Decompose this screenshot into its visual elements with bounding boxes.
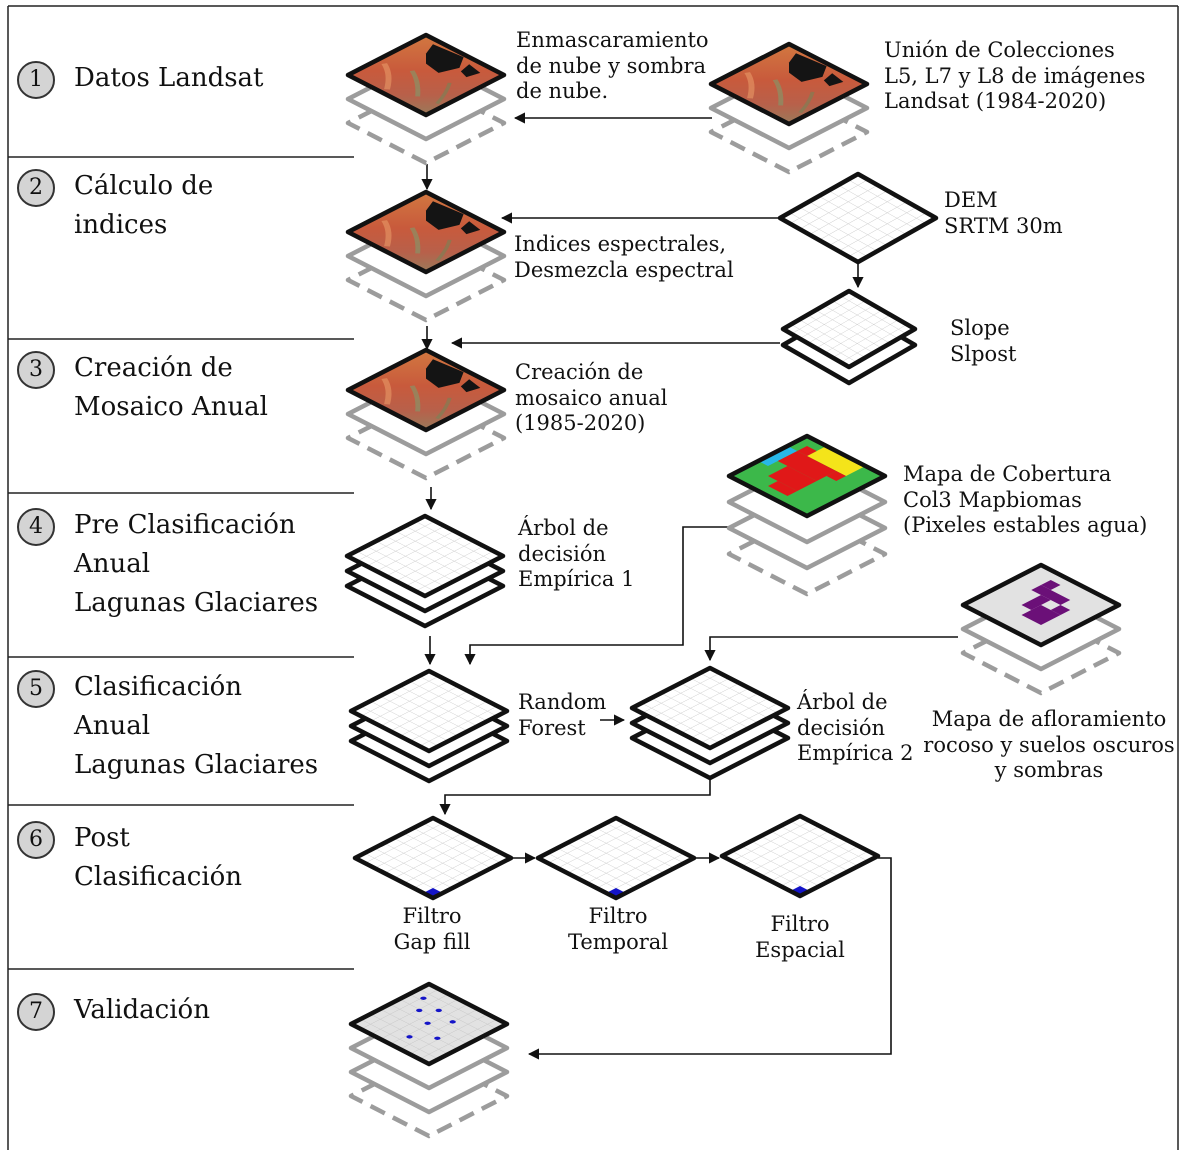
mapbiomas-stack	[726, 433, 888, 597]
dem-grid	[777, 171, 939, 265]
step-1-title: Datos Landsat	[74, 63, 264, 93]
landsat-stack-1	[348, 35, 504, 166]
section-dividers	[8, 156, 354, 970]
indices-stack	[348, 192, 504, 323]
label-espacial: Filtro Espacial	[755, 912, 845, 962]
step-2-title: Cálculo de indices	[74, 171, 214, 240]
step-7-number: 7	[17, 993, 55, 1031]
note-mosaic: Creación de mosaico anual (1985-2020)	[515, 360, 668, 436]
arrow-mapbiomas-to-rf	[464, 526, 728, 666]
note-dem: DEM SRTM 30m	[944, 188, 1063, 238]
note-cloud-mask: Enmascaramiento de nube y sombra de nube…	[516, 28, 709, 104]
note-collections: Unión de Colecciones L5, L7 y L8 de imág…	[884, 38, 1146, 114]
slope-stack	[780, 288, 918, 386]
step-4-title: Pre Clasificación Anual Lagunas Glaciare…	[74, 510, 319, 618]
label-gap-fill: Filtro Gap fill	[393, 904, 471, 954]
step-5-title: Clasificación Anual Lagunas Glaciares	[74, 672, 319, 780]
note-outcrop: Mapa de afloramiento rocoso y suelos osc…	[923, 707, 1175, 783]
arrow-tree2-to-gapfill	[439, 780, 711, 816]
collections-stack	[711, 44, 867, 175]
mosaic-stack	[348, 350, 504, 481]
layer-stacks	[344, 35, 1122, 1139]
tree2-stack	[629, 665, 791, 781]
label-temporal: Filtro Temporal	[567, 904, 669, 954]
note-random-forest: Random Forest	[518, 690, 607, 740]
step-6-title: Post Clasificación	[74, 823, 243, 892]
arrow-espacial-to-validation	[527, 857, 892, 1060]
note-slope: Slope Slpost	[950, 316, 1017, 366]
step-2-number: 2	[17, 169, 55, 207]
outcrop-stack	[960, 562, 1122, 696]
note-tree-2: Árbol de decisión Empírica 2	[797, 690, 914, 766]
note-indices: Indices espectrales, Desmezcla espectral	[514, 232, 734, 282]
step-6-number: 6	[17, 821, 55, 859]
step-1-number: 1	[17, 61, 55, 99]
arrow-outcrop-to-tree2	[704, 636, 958, 662]
validation-stack	[348, 981, 510, 1139]
frame	[7, 5, 1179, 1150]
step-4-number: 4	[17, 508, 55, 546]
flow-arrows	[421, 112, 958, 1060]
step-5-number: 5	[17, 670, 55, 708]
rf-stack	[348, 668, 510, 784]
gapfill-grid	[352, 815, 514, 901]
step-3-title: Creación de Mosaico Anual	[74, 353, 268, 422]
note-tree-1: Árbol de decisión Empírica 1	[518, 516, 635, 592]
pre-class-stack	[344, 513, 506, 629]
note-mapbiomas: Mapa de Cobertura Col3 Mapbiomas (Pixele…	[903, 462, 1148, 538]
step-3-number: 3	[17, 351, 55, 389]
temporal-grid	[535, 815, 697, 901]
espacial-grid	[719, 813, 881, 899]
step-7-title: Validación	[74, 995, 210, 1025]
